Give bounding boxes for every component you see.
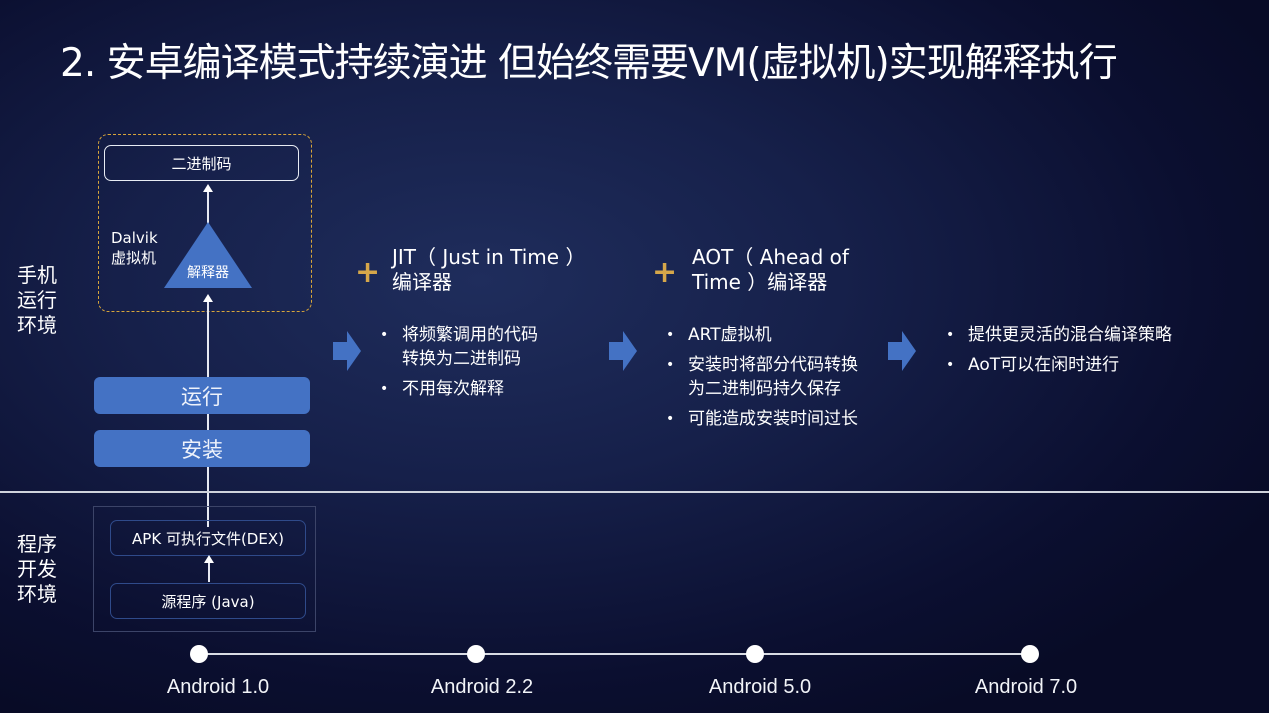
timeline-dot	[190, 645, 208, 663]
java-source-box: 源程序 (Java)	[110, 583, 306, 619]
plus-icon: +	[355, 255, 381, 290]
install-step: 安装	[94, 430, 310, 467]
bullet-item: 可能造成安装时间过长	[666, 407, 858, 431]
dalvik-vm-container	[98, 134, 312, 312]
aot-bullets: ART虚拟机 安装时将部分代码转换 为二进制码持久保存 可能造成安装时间过长	[666, 323, 858, 437]
env-divider	[0, 491, 1269, 493]
jit-bullets: 将频繁调用的代码 转换为二进制码 不用每次解释	[380, 323, 538, 407]
aot-title: AOT（ Ahead of Time ）编译器	[692, 245, 849, 294]
timeline-axis	[199, 653, 1030, 655]
run-step: 运行	[94, 377, 310, 414]
arrow-up-icon	[203, 184, 213, 192]
bullet-item: 安装时将部分代码转换 为二进制码持久保存	[666, 353, 858, 401]
timeline-dot	[467, 645, 485, 663]
hybrid-bullets: 提供更灵活的混合编译策略 AoT可以在闲时进行	[946, 323, 1172, 383]
arrow-right-icon	[333, 331, 361, 371]
bullet-item: 将频繁调用的代码 转换为二进制码	[380, 323, 538, 371]
connector-line	[207, 190, 209, 224]
timeline-label: Android 2.2	[430, 676, 534, 698]
dev-env-label: 程序 开发 环境	[17, 532, 57, 606]
connector-line	[208, 560, 210, 582]
interpreter-label: 解释器	[187, 265, 229, 281]
arrow-up-icon	[203, 294, 213, 302]
bullet-item: 不用每次解释	[380, 377, 538, 401]
timeline-dot	[1021, 645, 1039, 663]
timeline-label: Android 7.0	[974, 676, 1078, 698]
binary-code-box: 二进制码	[104, 145, 299, 181]
bullet-item: AoT可以在闲时进行	[946, 353, 1172, 377]
timeline-label: Android 1.0	[166, 676, 270, 698]
arrow-right-icon	[609, 331, 637, 371]
timeline-dot	[746, 645, 764, 663]
plus-icon: +	[652, 255, 678, 290]
arrow-up-icon	[204, 555, 214, 563]
phone-runtime-env-label: 手机 运行 环境	[17, 263, 57, 337]
dalvik-vm-label: Dalvik 虚拟机	[111, 229, 158, 267]
dev-env-container	[93, 506, 316, 632]
arrow-right-icon	[888, 331, 916, 371]
apk-dex-box: APK 可执行文件(DEX)	[110, 520, 306, 556]
bullet-item: 提供更灵活的混合编译策略	[946, 323, 1172, 347]
jit-title: JIT（ Just in Time ） 编译器	[392, 245, 586, 294]
interpreter-triangle-icon	[164, 222, 252, 288]
bullet-item: ART虚拟机	[666, 323, 858, 347]
timeline-label: Android 5.0	[708, 676, 812, 698]
slide-title: 2. 安卓编译模式持续演进 但始终需要VM(虚拟机)实现解释执行	[60, 41, 1118, 86]
